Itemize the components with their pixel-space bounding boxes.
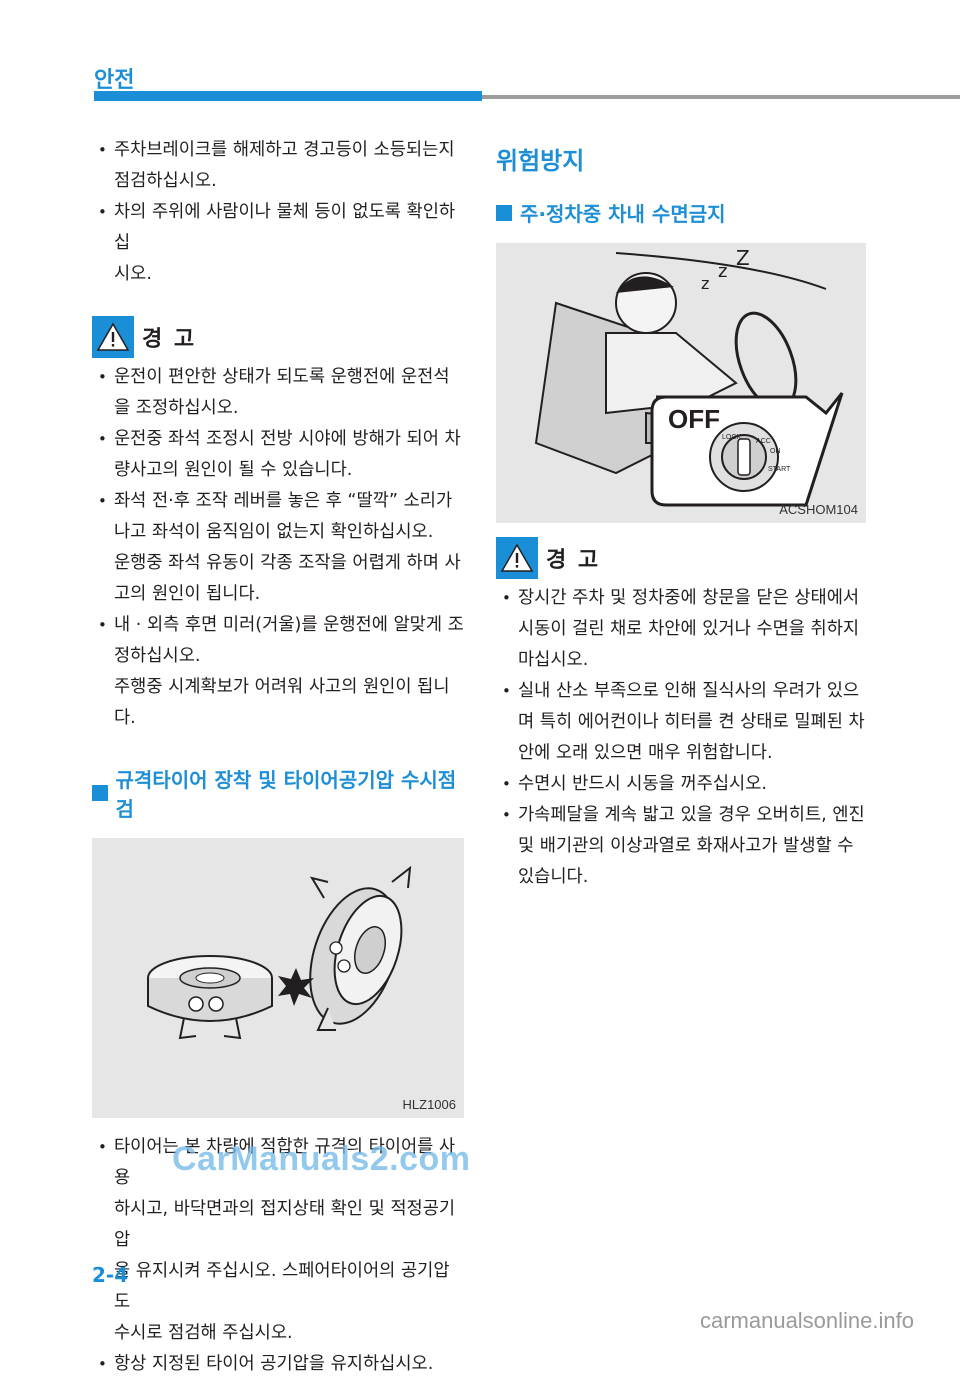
svg-text:z: z (701, 274, 709, 293)
site-footer-link[interactable]: carmanualsonline.info (699, 1308, 914, 1333)
list-item: 운전이 편안한 상태가 되도록 운행전에 운전석 을 조정하십시오. (92, 362, 464, 424)
list-item: 타이어는 본 차량에 적합한 규격의 타이어를 사용 하시고, 바닥면과의 접지… (92, 1132, 464, 1349)
header-bar-blue (94, 91, 482, 101)
driver-drawing: z z Z OFF ACC ON START LOCK (534, 246, 844, 507)
list-item: 장시간 주차 및 정차중에 창문을 닫은 상태에서 시동이 걸린 채로 차안에 … (496, 583, 868, 676)
watermark-text: CarManuals2.com (172, 1140, 471, 1178)
right-column: 위험방지 주·정차중 차내 수면금지 z z Z OFF (496, 135, 868, 893)
tire-illustration: HLZ1006 (92, 838, 464, 1118)
warning-heading: 경 고 (92, 316, 464, 358)
list-item: 실내 산소 부족으로 인해 질식사의 우려가 있으 며 특히 에어컨이나 히터를… (496, 676, 868, 769)
list-item: 수면시 반드시 시동을 꺼주십시오. (496, 769, 868, 800)
svg-text:Z: Z (736, 246, 750, 270)
warning-label: 경 고 (546, 548, 601, 573)
svg-text:z: z (718, 261, 727, 282)
intro-bullet-list: 주차브레이크를 해제하고 경고등이 소등되는지 점검하십시오. 차의 주위에 사… (92, 135, 464, 290)
list-item: 주차브레이크를 해제하고 경고등이 소등되는지 점검하십시오. (92, 135, 464, 197)
figure-code: ACSHOM104 (779, 502, 858, 517)
warning-heading: 경 고 (496, 537, 868, 579)
tire-drawing (147, 865, 412, 1040)
key-label-lock: LOCK (722, 434, 741, 441)
page-number: 2-4 (92, 1263, 129, 1287)
square-bullet-icon (496, 204, 512, 221)
header-bar-gray (482, 95, 960, 99)
list-item: 내 · 외측 후면 미러(거울)를 운행전에 알맞게 조 정하십시오. 주행중 … (92, 610, 464, 734)
main-heading: 위험방지 (496, 147, 585, 175)
list-item: 운전중 좌석 조정시 전방 시야에 방해가 되어 차 량사고의 원인이 될 수 … (92, 424, 464, 486)
sleep-warning-bullet-list: 장시간 주차 및 정차중에 창문을 닫은 상태에서 시동이 걸린 채로 차안에 … (496, 583, 868, 893)
key-label-start: START (768, 466, 791, 473)
key-label-acc: ACC (756, 438, 771, 445)
list-item: 좌석 전·후 조작 레버를 놓은 후 “딸깍” 소리가 나고 좌석이 움직임이 … (92, 486, 464, 610)
list-item: 항상 지정된 타이어 공기압을 유지하십시오. (92, 1349, 464, 1380)
warning-bullet-list: 운전이 편안한 상태가 되도록 운행전에 운전석 을 조정하십시오. 운전중 좌… (92, 362, 464, 734)
list-item: 가속페달을 계속 밟고 있을 경우 오버히트, 엔진 및 배기관의 이상과열로 … (496, 800, 868, 893)
tire-section-heading: 규격타이어 장착 및 타이어공기압 수시점검 (92, 764, 464, 822)
off-text: OFF (668, 404, 720, 434)
left-column: 주차브레이크를 해제하고 경고등이 소등되는지 점검하십시오. 차의 주위에 사… (92, 135, 464, 1380)
figure-code: HLZ1006 (402, 1097, 456, 1112)
warning-triangle-icon (92, 316, 134, 358)
key-label-on: ON (770, 448, 781, 455)
sleep-section-heading: 주·정차중 차내 수면금지 (496, 198, 868, 227)
warning-triangle-icon (496, 537, 538, 579)
list-item: 차의 주위에 사람이나 물체 등이 없도록 확인하십 시오. (92, 197, 464, 290)
section-title: 안전 (94, 68, 135, 93)
sleeping-driver-illustration: z z Z OFF ACC ON START LOCK ACSHOM104 (496, 243, 866, 523)
square-bullet-icon (92, 785, 108, 801)
warning-label: 경 고 (142, 327, 197, 352)
